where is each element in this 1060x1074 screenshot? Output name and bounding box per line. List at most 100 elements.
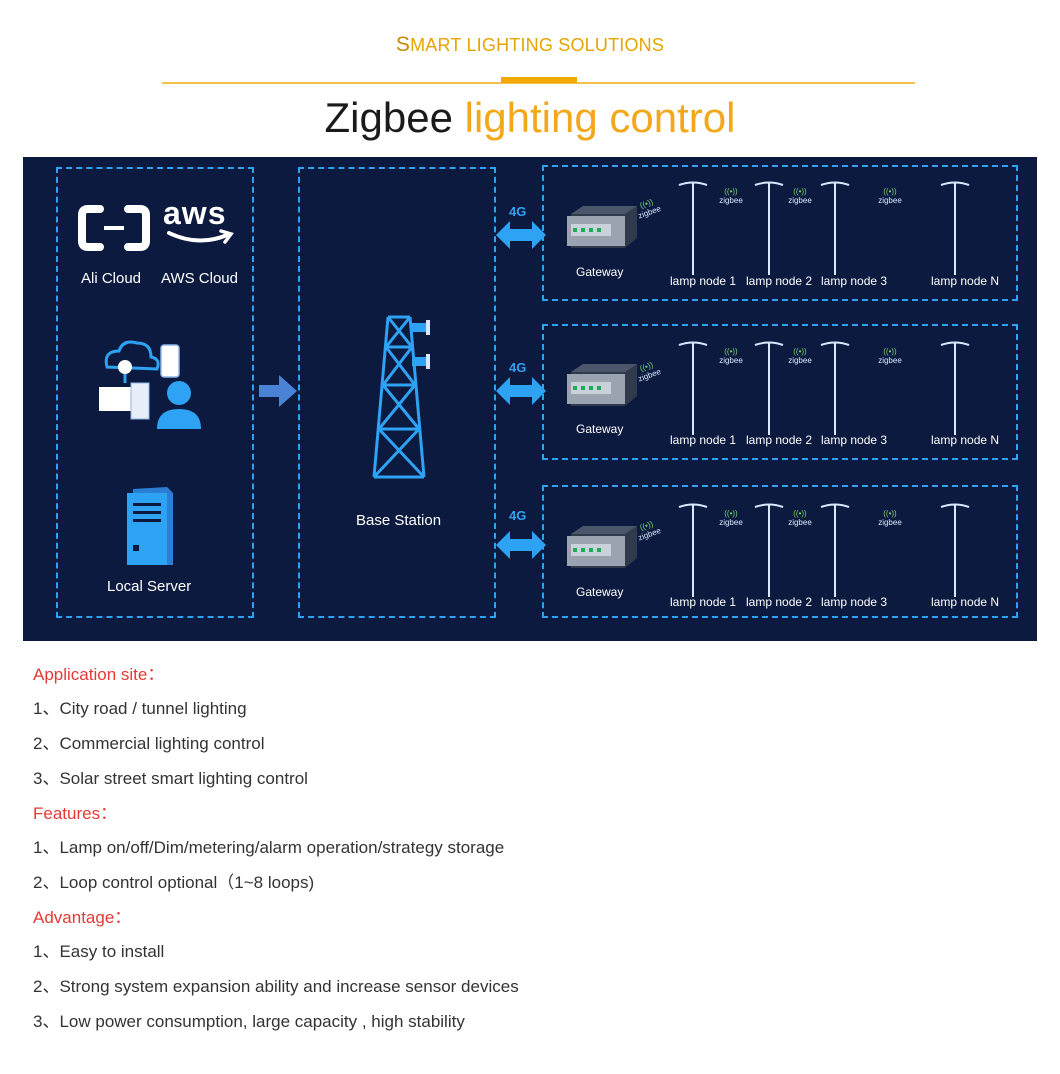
gateway-row-1 <box>542 165 1018 301</box>
lamp-node-label-1-3: lamp node 3 <box>821 274 888 288</box>
aws-logo: aws <box>163 195 238 249</box>
ali-cloud-label: Ali Cloud <box>81 270 142 287</box>
link-4g-label-3: 4G <box>509 508 527 523</box>
lamp-zigbee-label-2-2: ((•))zigbee <box>780 347 820 365</box>
lamp-zigbee-label-2-1: ((•))zigbee <box>711 347 751 365</box>
bidirectional-arrow-icon-3 <box>496 531 546 559</box>
street-lamp-icon-2-1 <box>678 341 708 435</box>
feature-item: 2、Loop control optional（1~8 loops) <box>33 873 315 892</box>
zigbee-text: zigbee <box>878 518 902 527</box>
street-lamp-icon-2-4 <box>940 341 970 435</box>
street-lamp-icon-3-1 <box>678 503 708 597</box>
street-lamp-icon-3-3 <box>820 503 850 597</box>
ali-cloud-icon <box>78 205 150 251</box>
zigbee-signal: ((•)) <box>793 347 807 356</box>
lamp-zigbee-label-3-1: ((•))zigbee <box>711 509 751 527</box>
local-server-icon <box>127 487 173 565</box>
street-lamp-icon-1-4 <box>940 181 970 275</box>
lamp-node-label-2-4: lamp node N <box>931 433 1000 447</box>
lamp-zigbee-label-3-3: ((•))zigbee <box>870 509 910 527</box>
feature-item: 1、Lamp on/off/Dim/metering/alarm operati… <box>33 838 505 857</box>
zigbee-signal: ((•)) <box>883 187 897 196</box>
lamp-node-label-3-4: lamp node N <box>931 595 1000 609</box>
zigbee-text: zigbee <box>719 356 743 365</box>
lamp-node-label-1-1: lamp node 1 <box>670 274 737 288</box>
zigbee-text: zigbee <box>788 196 812 205</box>
aws-smile-icon <box>167 229 234 244</box>
zigbee-text: zigbee <box>719 518 743 527</box>
header-title-rest: MART LIGHTING SOLUTIONS <box>410 35 665 55</box>
link-4g-label-2: 4G <box>509 360 527 375</box>
street-lamp-icon-1-3 <box>820 181 850 275</box>
local-server-label: Local Server <box>107 578 192 595</box>
zigbee-signal: ((•)) <box>883 509 897 518</box>
street-lamp-icon-2-3 <box>820 341 850 435</box>
lamp-node-label-3-2: lamp node 2 <box>746 595 813 609</box>
gateway-row-2 <box>542 324 1018 460</box>
lamp-node-label-1-4: lamp node N <box>931 274 1000 288</box>
application-site-heading: Application site： <box>33 665 165 684</box>
street-lamp-icon-3-2 <box>754 503 784 597</box>
application-item: 1、City road / tunnel lighting <box>33 699 247 718</box>
bidirectional-arrow-icon-2 <box>496 377 546 405</box>
zigbee-signal: ((•)) <box>724 509 738 518</box>
lamp-zigbee-label-1-3: ((•))zigbee <box>870 187 910 205</box>
gateway-row-3 <box>542 485 1018 618</box>
zigbee-signal: ((•)) <box>793 187 807 196</box>
gateway-label-3: Gateway <box>576 585 624 599</box>
zigbee-text: zigbee <box>788 518 812 527</box>
gateway-device-icon-1 <box>567 206 637 248</box>
zigbee-text: zigbee <box>878 356 902 365</box>
street-lamp-icon-3-4 <box>940 503 970 597</box>
lamp-zigbee-label-2-3: ((•))zigbee <box>870 347 910 365</box>
lamp-node-label-2-1: lamp node 1 <box>670 433 737 447</box>
gateway-device-icon-3 <box>567 526 637 568</box>
zigbee-signal: ((•)) <box>793 509 807 518</box>
zigbee-signal: ((•)) <box>724 347 738 356</box>
page-title: Zigbee lighting control <box>0 93 1060 143</box>
base-station-label: Base Station <box>356 512 442 529</box>
advantage-heading: Advantage： <box>33 908 132 927</box>
advantage-item: 2、Strong system expansion ability and in… <box>33 977 519 996</box>
bidirectional-arrow-icon-1 <box>496 221 546 249</box>
gateway-label-1: Gateway <box>576 265 624 279</box>
base-station-tower-icon <box>372 315 430 479</box>
features-heading: Features： <box>33 804 118 823</box>
architecture-diagram: aws Ali Cloud AWS Cloud Local Server <box>23 157 1037 641</box>
description-content: Application site： 1、City road / tunnel l… <box>33 663 1033 1045</box>
gateway-device-icon-2 <box>567 364 637 406</box>
base-station-panel <box>298 167 496 618</box>
lamp-zigbee-label-1-2: ((•))zigbee <box>780 187 820 205</box>
advantage-item: 3、Low power consumption, large capacity … <box>33 1012 465 1031</box>
page-title-part2: lighting control <box>464 94 736 141</box>
cloud-user-devices-icon <box>99 340 201 429</box>
header-title: SMART LIGHTING SOLUTIONS <box>0 33 1060 57</box>
zigbee-text: zigbee <box>719 196 743 205</box>
lamp-node-label-1-2: lamp node 2 <box>746 274 813 288</box>
zigbee-text: zigbee <box>788 356 812 365</box>
lamp-node-label-2-2: lamp node 2 <box>746 433 813 447</box>
application-item: 2、Commercial lighting control <box>33 734 265 753</box>
advantage-item: 1、Easy to install <box>33 942 165 961</box>
aws-cloud-label: AWS Cloud <box>161 270 238 287</box>
street-lamp-icon-1-2 <box>754 181 784 275</box>
header-title-initial: S <box>395 33 411 56</box>
header-accent-bar <box>501 77 577 83</box>
application-item: 3、Solar street smart lighting control <box>33 769 308 788</box>
street-lamp-icon-1-1 <box>678 181 708 275</box>
street-lamp-icon-2-2 <box>754 341 784 435</box>
lamp-zigbee-label-3-2: ((•))zigbee <box>780 509 820 527</box>
gateway-label-2: Gateway <box>576 422 624 436</box>
header-divider <box>162 82 915 84</box>
page-title-part1: Zigbee <box>324 94 453 141</box>
zigbee-text: zigbee <box>878 196 902 205</box>
zigbee-signal: ((•)) <box>724 187 738 196</box>
lamp-zigbee-label-1-1: ((•))zigbee <box>711 187 751 205</box>
lamp-node-label-2-3: lamp node 3 <box>821 433 888 447</box>
aws-logo-text: aws <box>163 195 227 231</box>
cloud-panel <box>56 167 254 618</box>
link-4g-label-1: 4G <box>509 204 527 219</box>
zigbee-signal: ((•)) <box>883 347 897 356</box>
lamp-node-label-3-1: lamp node 1 <box>670 595 737 609</box>
lamp-node-label-3-3: lamp node 3 <box>821 595 888 609</box>
